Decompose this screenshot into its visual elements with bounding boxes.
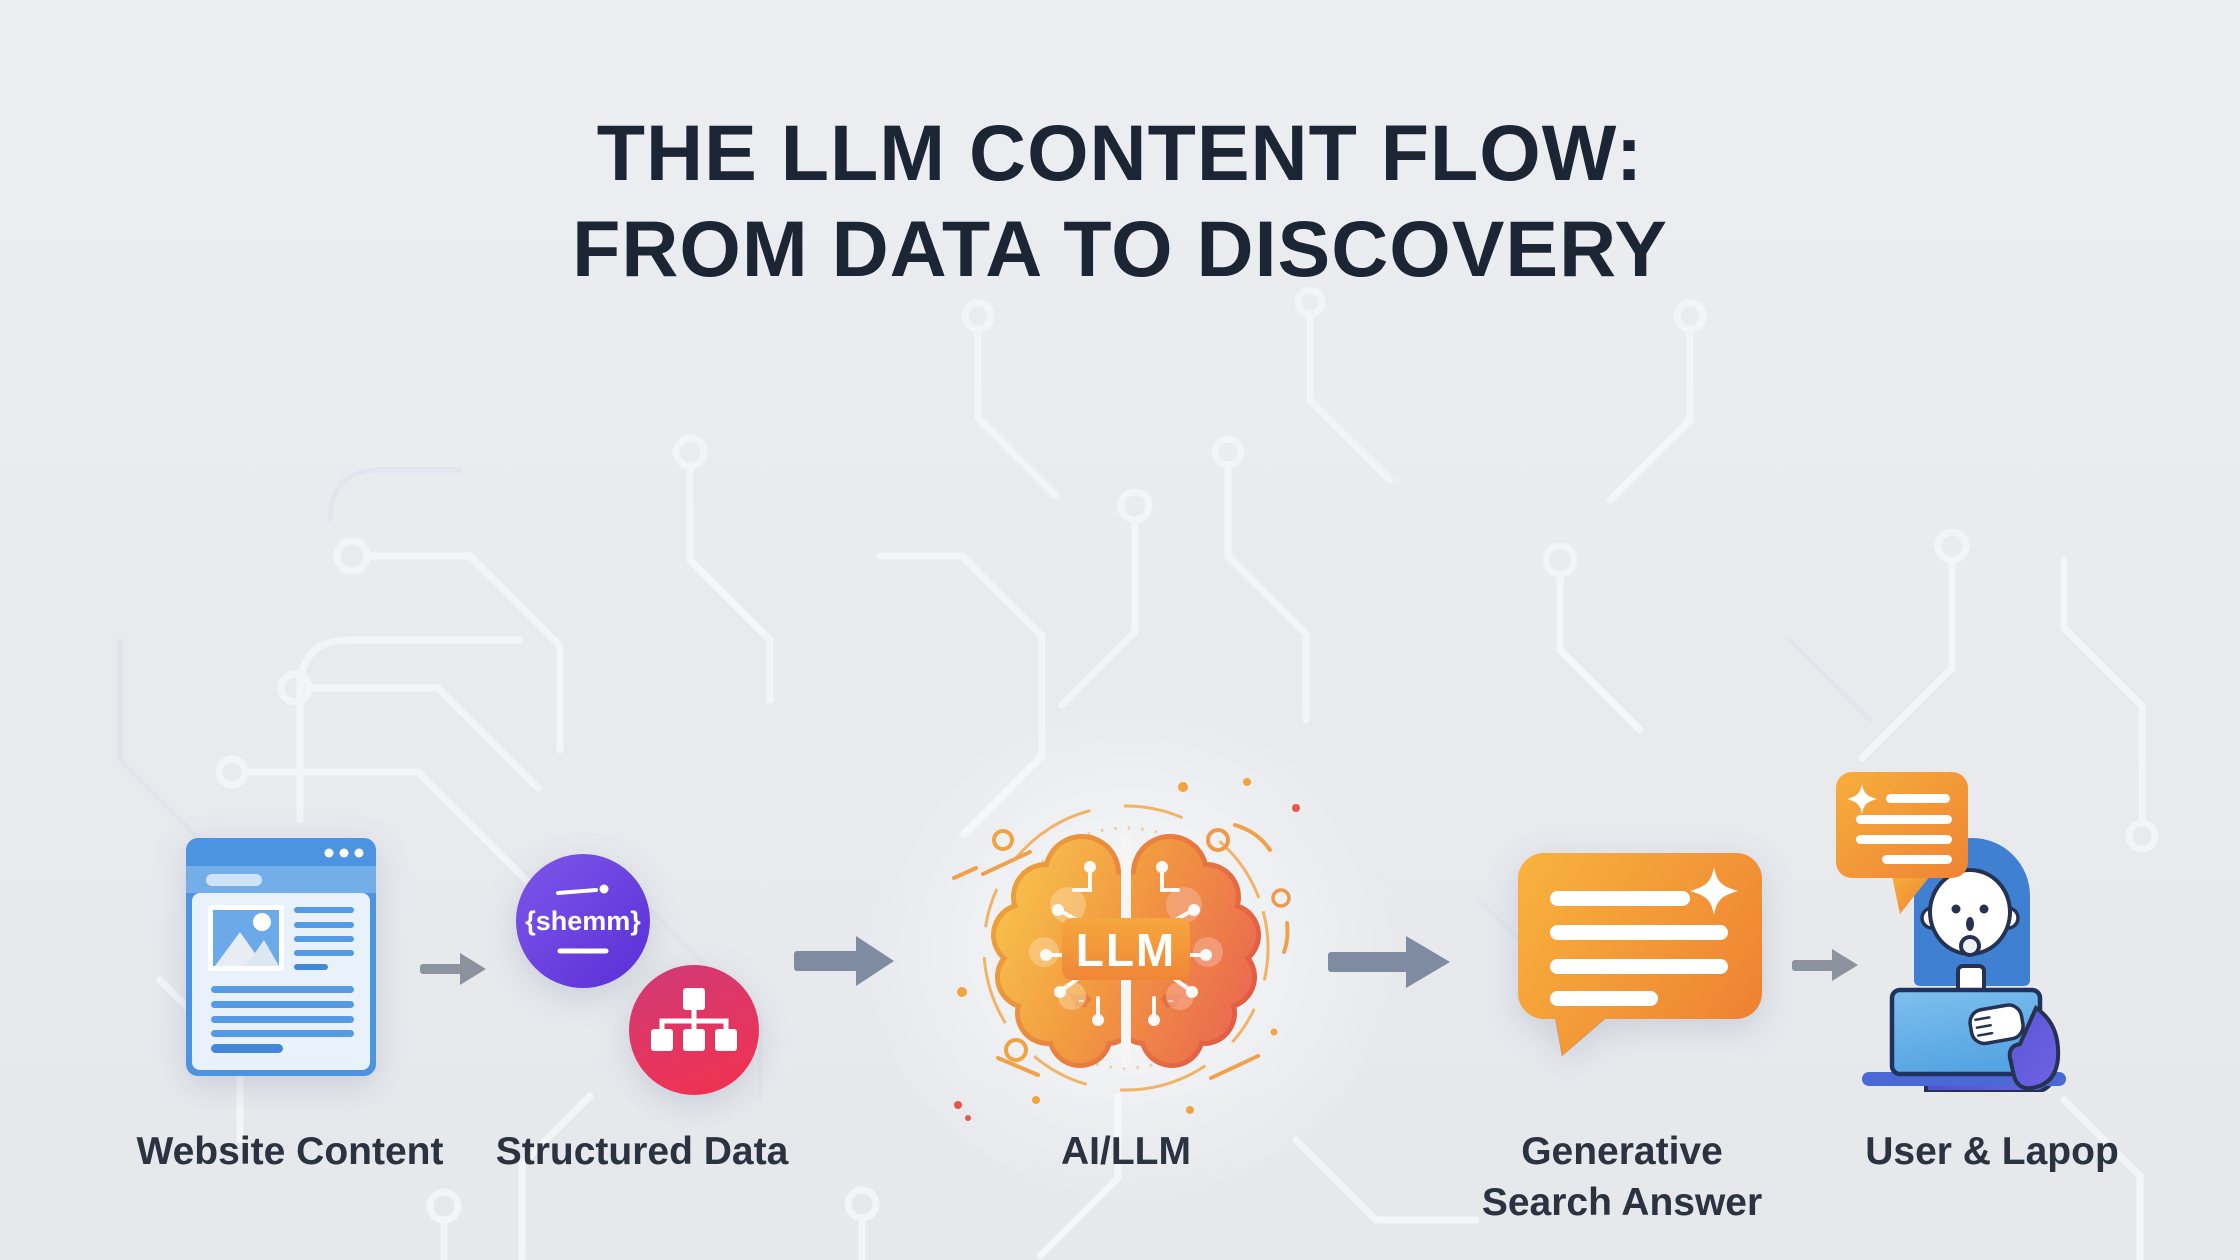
text-skeleton-lines [211,907,354,1053]
step-label-generative-search-answer: Generative Search Answer [1482,1126,1762,1229]
hand [1968,1003,2025,1046]
generative-label-line-1: Generative [1521,1130,1723,1173]
window-dots [324,848,364,858]
browser-window-icon [186,838,376,1076]
sitemap-circle-icon [629,965,759,1095]
face-features [1951,904,1989,957]
url-pill [206,874,262,886]
hierarchy-connectors [659,1010,729,1029]
title-line-1: THE LLM CONTENT FLOW: [596,107,1644,197]
image-placeholder [208,905,284,971]
step-label-user-laptop: User & Lapop [1865,1130,2119,1173]
bubble-text-lines [1550,891,1728,1006]
person-with-laptop-icon [1836,772,2066,1092]
chat-bubble-sparkle-icon [1518,853,1762,1056]
schema-badge-text: {shemm} [525,906,641,936]
step-label-website-content: Website Content [136,1130,444,1173]
schema-glyph-lines [556,888,609,954]
schema-circle-icon: {shemm} [516,854,650,988]
step-label-ai-llm: AI/LLM [1061,1130,1191,1173]
flow-arrow-2 [794,936,894,986]
step-label-structured-data: Structured Data [495,1130,789,1173]
llm-badge [1062,918,1190,980]
flow-arrow-3 [1328,936,1450,988]
hierarchy-glyph [651,988,737,1051]
arm-sleeve [2007,1005,2061,1091]
flow-arrow-1 [420,953,486,985]
generative-label-line-2: Search Answer [1481,1181,1763,1225]
brain-circuit-icon: LLM [952,778,1300,1121]
llm-badge-text: LLM [1076,924,1177,976]
page-title: THE LLM CONTENT FLOW: FROM DATA TO DISCO… [0,105,2240,298]
mini-chat-bubble-icon [1836,772,1968,914]
sparkle-icon [1690,867,1738,915]
bubble-tail [1554,1011,1614,1056]
flow-arrow-4 [1792,949,1858,981]
title-line-2: FROM DATA TO DISCOVERY [572,204,1668,294]
